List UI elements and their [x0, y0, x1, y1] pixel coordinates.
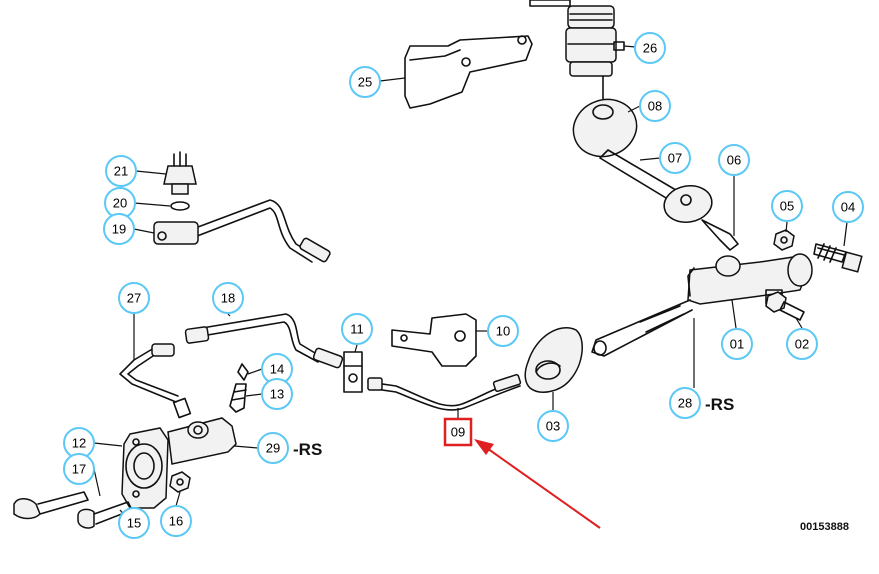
svg-text:06: 06 — [727, 153, 741, 168]
svg-text:17: 17 — [72, 462, 86, 477]
callout-12[interactable]: 12 — [63, 427, 95, 459]
part-pipe-27 — [119, 343, 179, 403]
callout-10[interactable]: 10 — [487, 315, 519, 347]
callout-05[interactable]: 05 — [771, 190, 803, 222]
callout-09[interactable]: 09 — [443, 417, 473, 447]
svg-text:09: 09 — [451, 425, 465, 440]
svg-text:02: 02 — [795, 337, 809, 352]
svg-text:05: 05 — [780, 199, 794, 214]
callout-21[interactable]: 21 — [105, 155, 137, 187]
callout-03[interactable]: 03 — [537, 410, 569, 442]
svg-text:28: 28 — [678, 396, 692, 411]
svg-text:26: 26 — [643, 41, 657, 56]
callout-02[interactable]: 02 — [786, 328, 818, 360]
svg-text:18: 18 — [221, 291, 235, 306]
callout-19[interactable]: 19 — [103, 213, 135, 245]
highlight-arrow — [474, 439, 601, 529]
part-bracket-12 — [121, 427, 169, 509]
callout-13[interactable]: 13 — [261, 378, 293, 410]
part-reservoir-26 — [529, 0, 625, 101]
svg-text:19: 19 — [112, 222, 126, 237]
callout-26[interactable]: 26 — [634, 32, 666, 64]
callout-08[interactable]: 08 — [639, 90, 671, 122]
svg-text:01: 01 — [730, 337, 744, 352]
part-seal-20 — [170, 201, 190, 211]
callout-15[interactable]: 15 — [118, 507, 150, 539]
part-bolt-15 — [77, 501, 133, 529]
part-bracket-10 — [391, 313, 477, 367]
callout-04[interactable]: 04 — [832, 191, 864, 223]
part-bleeder-13-14 — [229, 363, 249, 413]
svg-text:08: 08 — [648, 99, 662, 114]
part-boot-07 — [599, 149, 713, 223]
svg-text:29: 29 — [266, 441, 280, 456]
part-hose-09 — [367, 373, 522, 411]
part-bracket-25 — [404, 35, 533, 109]
part-nut-16 — [169, 471, 191, 493]
svg-text:14: 14 — [270, 362, 284, 377]
part-pushrod-17 — [13, 491, 89, 520]
part-pipe-18 — [184, 313, 344, 369]
highlight-box — [443, 417, 473, 447]
callout-17[interactable]: 17 — [63, 453, 95, 485]
svg-text:12: 12 — [72, 436, 86, 451]
part-clip-11 — [343, 351, 363, 393]
callout-18[interactable]: 18 — [212, 282, 244, 314]
part-bolt-02 — [765, 291, 805, 321]
part-nut-05 — [773, 229, 795, 251]
callout-25[interactable]: 25 — [349, 66, 381, 98]
callout-11[interactable]: 11 — [341, 313, 373, 345]
leader-lines — [93, 45, 848, 523]
callout-28[interactable]: 28 — [669, 387, 701, 419]
svg-text:16: 16 — [169, 514, 183, 529]
svg-text:11: 11 — [350, 322, 364, 337]
callout-29[interactable]: 29 — [257, 432, 289, 464]
part-pipe-19 — [153, 199, 331, 263]
svg-text:21: 21 — [114, 164, 128, 179]
callout-01[interactable]: 01 — [721, 328, 753, 360]
svg-text:27: 27 — [127, 291, 141, 306]
svg-text:07: 07 — [668, 151, 682, 166]
svg-text:03: 03 — [546, 419, 560, 434]
svg-text:15: 15 — [127, 516, 141, 531]
callout-07[interactable]: 07 — [659, 142, 691, 174]
diagram-reference-number: 00153888 — [800, 521, 849, 533]
svg-text:13: 13 — [270, 387, 284, 402]
svg-text:10: 10 — [496, 324, 510, 339]
callout-16[interactable]: 16 — [160, 505, 192, 537]
part-slave-cylinder-29 — [167, 397, 237, 465]
svg-text:20: 20 — [113, 196, 127, 211]
callout-06[interactable]: 06 — [718, 144, 750, 176]
callout-28-suffix: -RS — [705, 395, 734, 414]
svg-text:25: 25 — [358, 75, 372, 90]
part-switch-21 — [163, 151, 197, 195]
callout-29-suffix: -RS — [293, 440, 322, 459]
part-bolt-04 — [813, 243, 863, 273]
callout-27[interactable]: 27 — [118, 282, 150, 314]
svg-text:04: 04 — [841, 200, 855, 215]
part-boot-03 — [524, 327, 583, 393]
